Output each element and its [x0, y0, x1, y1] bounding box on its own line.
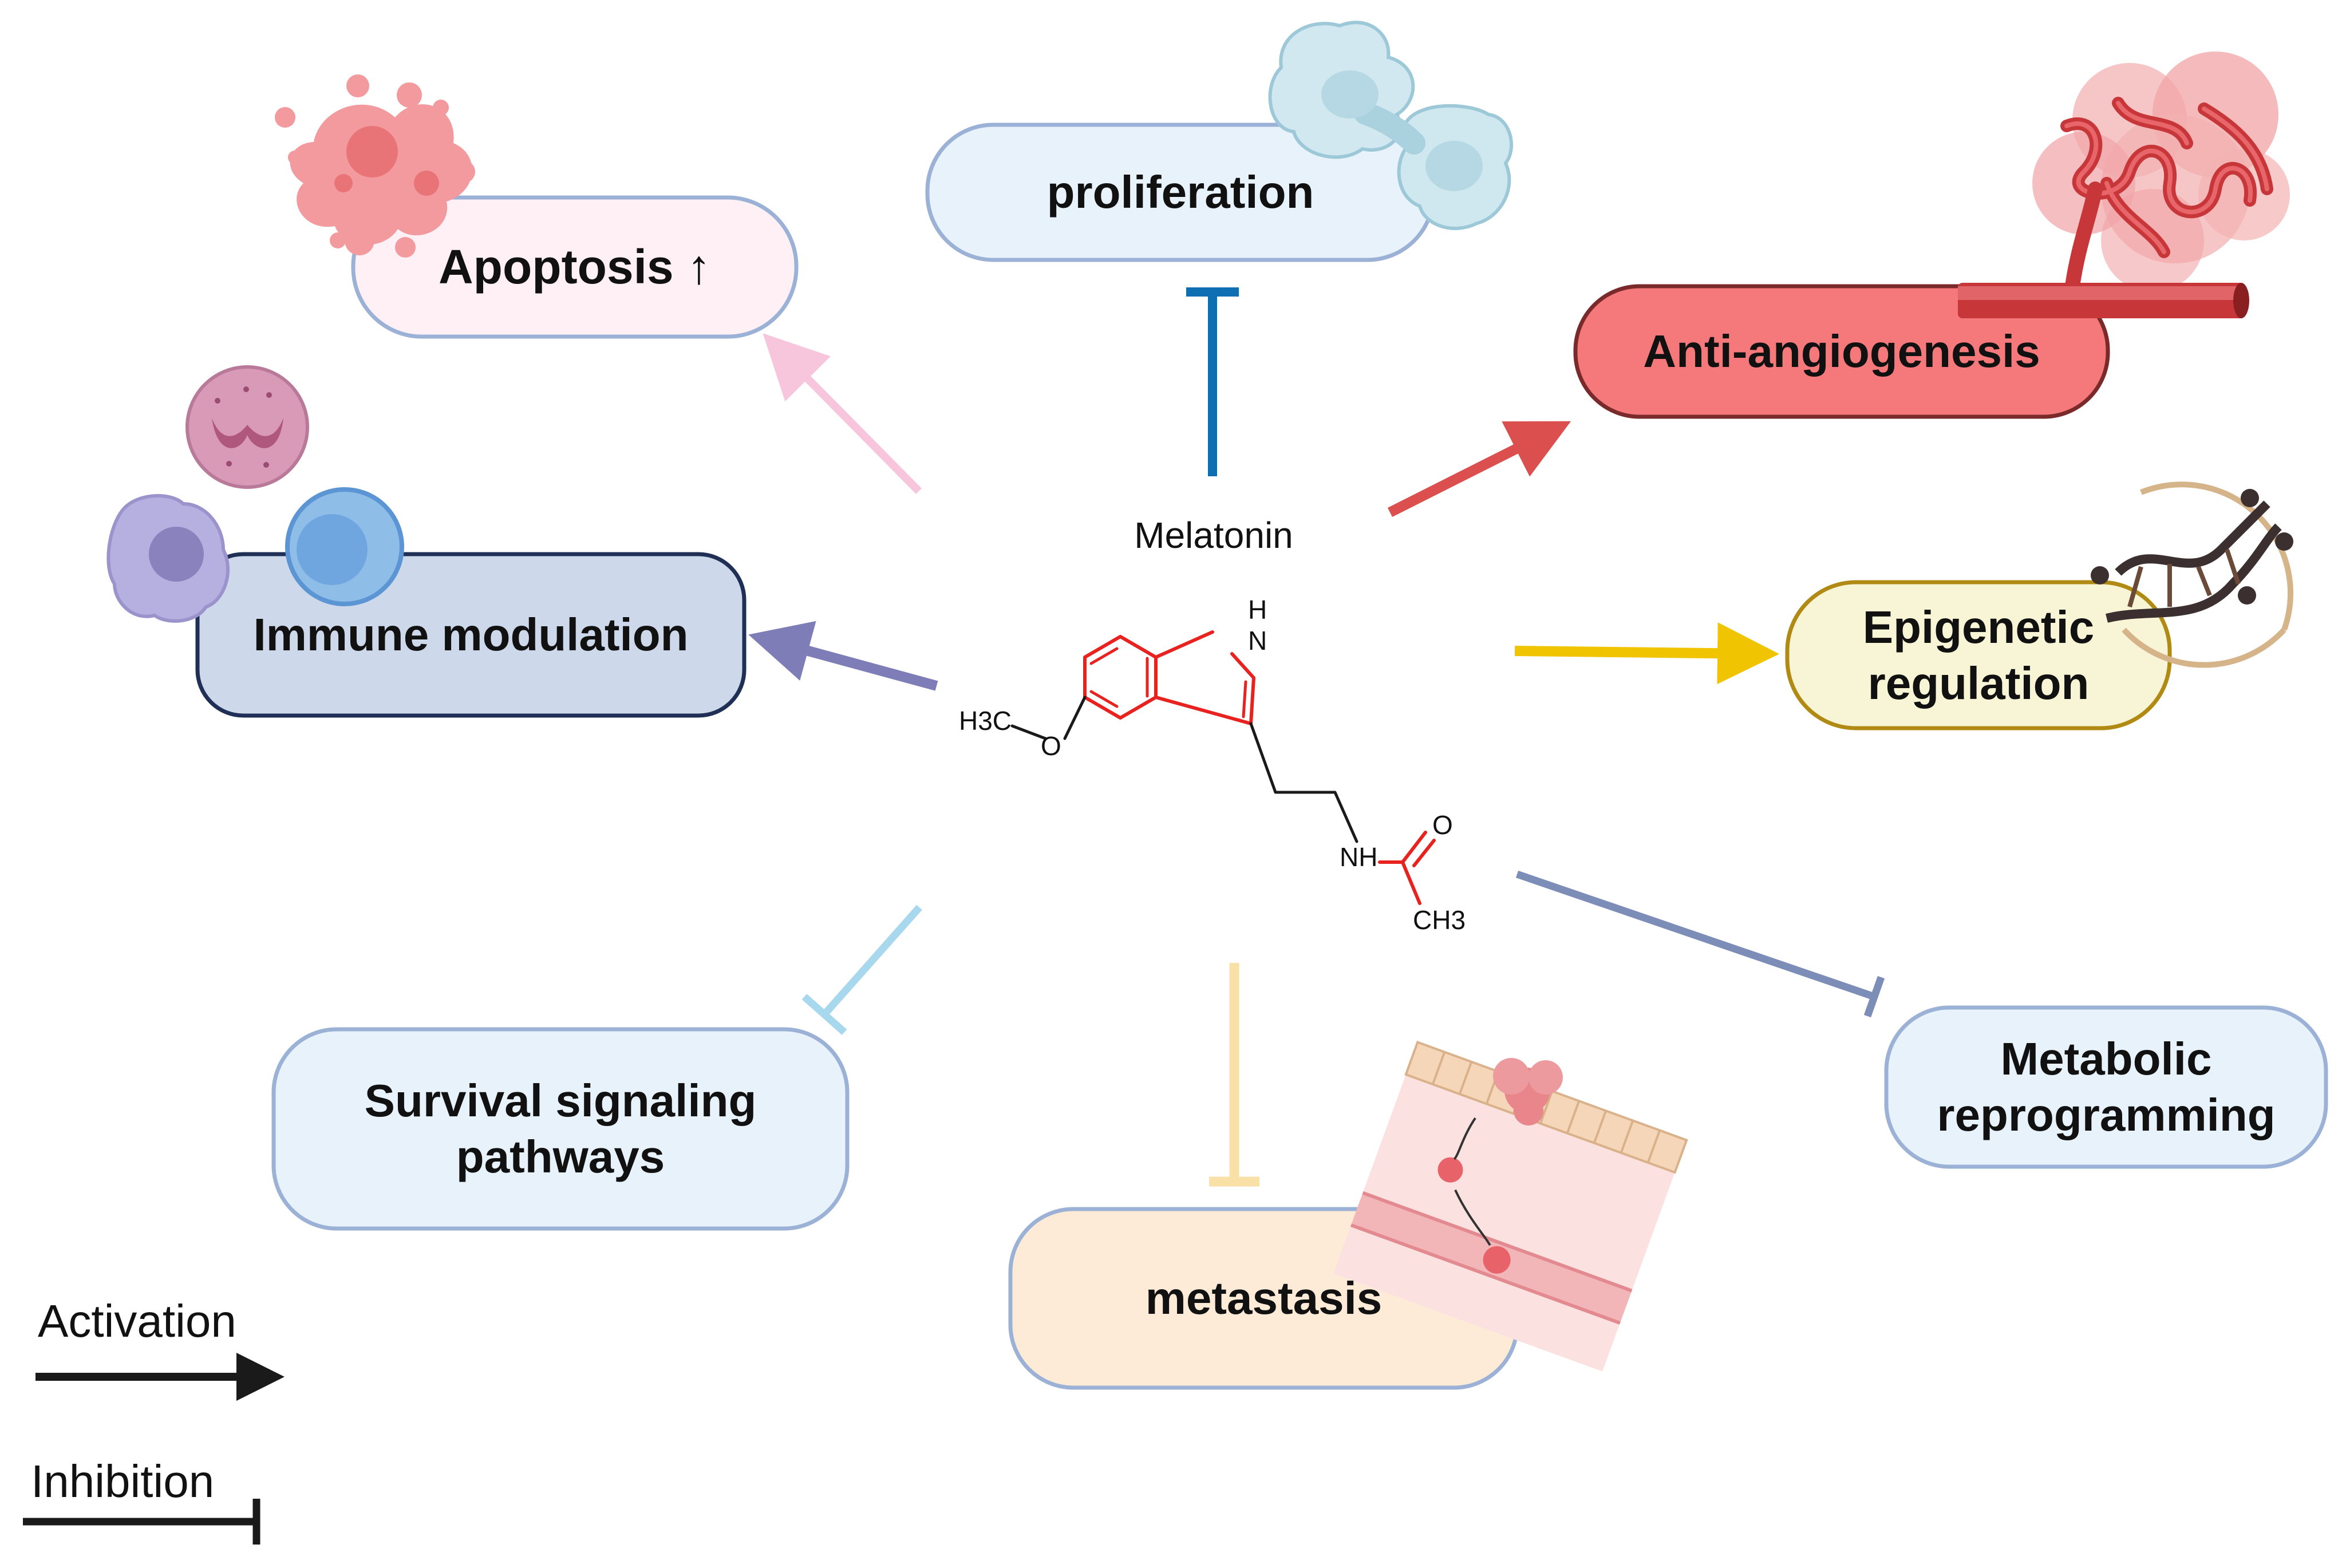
apoptosis-activation-arrow: [763, 333, 922, 494]
apoptosis-box-shape: [351, 195, 799, 339]
anti-angiogenesis-label: Anti-angiogenesis: [1643, 326, 2040, 377]
survival-signaling-node: Survival signaling pathways: [274, 1029, 847, 1229]
acetyl-bonds: [1378, 831, 1436, 905]
angiogenesis-activation-arrow: [1387, 421, 1571, 518]
molecule-nh: NH: [1340, 842, 1378, 872]
melatonin-structure: [1010, 630, 1436, 905]
dividing-cells-illustration: [1268, 21, 1513, 230]
metabolic-label-line2: reprogramming: [1937, 1089, 2276, 1140]
immune-activation-arrow: [748, 621, 938, 691]
metabolic-inhibition-bar: [1863, 975, 1885, 1018]
melatonin-label: Melatonin: [1134, 515, 1293, 556]
metabolic-label-line1: Metabolic: [2000, 1033, 2212, 1085]
apoptosis-label: Apoptosis ↑: [439, 240, 711, 294]
metastasis-tissue-illustration: [1333, 1041, 1688, 1372]
apoptosis-node: Apoptosis ↑: [353, 198, 796, 337]
metastasis-node: metastasis: [1010, 1209, 1517, 1388]
proliferation-node: proliferation: [927, 125, 1433, 260]
anti-angiogenesis-node: Anti-angiogenesis: [1575, 286, 2108, 417]
pyrrole-ring: [1154, 630, 1255, 725]
immune-modulation-label: Immune modulation: [253, 609, 689, 661]
molecule-o-ether: O: [1041, 731, 1061, 761]
metabolic-inhibition-line: [1515, 870, 1876, 1001]
molecule-h3c: H3C: [959, 706, 1012, 736]
immune-modulation-node: Immune modulation: [198, 554, 744, 716]
molecule-n: N: [1248, 626, 1267, 655]
legend-inhibition-label: Inhibition: [31, 1456, 215, 1507]
anti-angiogenesis-box-shape: [1573, 284, 2110, 419]
immune-cells-illustration: [106, 365, 404, 623]
molecule-ch3: CH3: [1413, 905, 1466, 935]
ethyl-chain: [1249, 722, 1358, 843]
epigenetic-regulation-node: Epigenetic regulation: [1787, 582, 2170, 728]
tumor-vessels-illustration: [1958, 52, 2290, 318]
apoptotic-cell-illustration: [275, 74, 475, 258]
metabolic-box-shape: [1884, 1005, 2328, 1169]
proliferation-label: proliferation: [1046, 167, 1314, 218]
molecule-o-carbonyl: O: [1432, 810, 1453, 840]
metastasis-label: metastasis: [1145, 1273, 1383, 1324]
survival-label-line1: Survival signaling: [364, 1075, 757, 1127]
methoxy-bonds: [1010, 696, 1087, 740]
legend-activation-label: Activation: [38, 1296, 236, 1346]
benzene-ring: [1083, 635, 1158, 720]
survival-label-line2: pathways: [456, 1131, 665, 1182]
molecule-h: H: [1248, 595, 1267, 625]
survival-signaling-box-shape: [271, 1027, 850, 1231]
epigenetic-label-line2: regulation: [1867, 657, 2090, 709]
epigenetic-box-shape: [1785, 580, 2172, 730]
survival-inhibition-bar: [801, 994, 847, 1035]
survival-inhibition-line: [822, 905, 922, 1017]
pyrrole-double-bond: [1242, 680, 1247, 718]
dna-helix-illustration: [2091, 481, 2293, 668]
benzene-double-bonds: [1089, 647, 1149, 708]
epigenetic-activation-arrow: [1514, 622, 1779, 685]
epigenetic-label-line1: Epigenetic: [1862, 601, 2095, 653]
metabolic-reprogramming-node: Metabolic reprogramming: [1886, 1008, 2326, 1167]
